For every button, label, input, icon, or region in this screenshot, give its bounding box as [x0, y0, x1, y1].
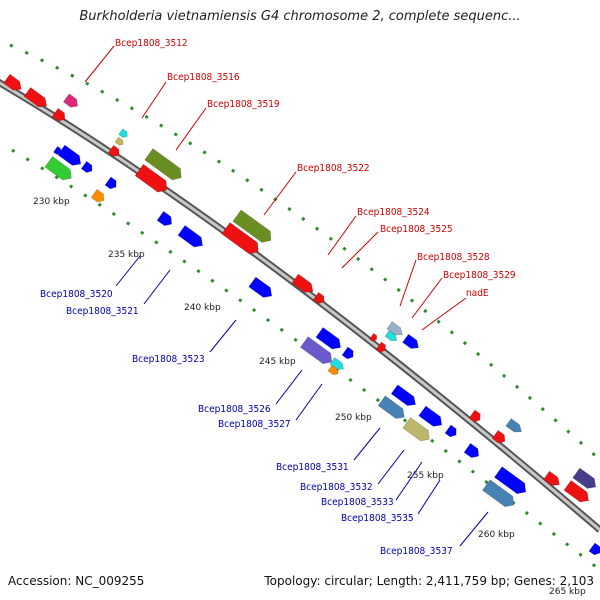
gene-arrow — [291, 273, 314, 293]
gene-label: Bcep1808_3532 — [300, 482, 373, 493]
scale-ticks: 230 kbp 235 kbp 240 kbp 245 kbp 250 kbp … — [33, 197, 586, 597]
gene-arrow — [300, 336, 333, 365]
gene-label: Bcep1808_3522 — [297, 163, 370, 174]
gene-label: Bcep1808_3527 — [218, 419, 291, 430]
gene-arrow — [418, 405, 443, 427]
gene-label: Bcep1808_3512 — [115, 38, 188, 49]
gene-features — [3, 73, 600, 556]
gene-arrow — [134, 163, 168, 193]
gene-arrow — [572, 467, 597, 489]
gene-arrow — [80, 161, 93, 173]
gene-arrow — [248, 276, 273, 298]
gene-arrow — [90, 189, 105, 203]
bottom-leader-lines — [115, 255, 489, 547]
gene-arrow — [3, 73, 22, 91]
gene-label: Bcep1808_3524 — [357, 207, 430, 218]
gene-label: Bcep1808_3531 — [276, 462, 349, 473]
accession-text: Accession: NC_009255 — [8, 574, 145, 588]
gene-arrow — [543, 470, 560, 486]
gene-label: Bcep1808_3520 — [40, 289, 113, 300]
gene-arrow — [494, 466, 527, 495]
gene-label: Bcep1808_3533 — [321, 497, 394, 508]
gene-arrow — [232, 209, 272, 243]
tick-label: 255 kbp — [407, 471, 444, 481]
tick-label: 245 kbp — [259, 357, 296, 367]
gene-arrow — [444, 424, 457, 438]
gene-arrow — [156, 211, 172, 227]
gene-arrow — [104, 176, 117, 190]
gene-arrow — [402, 333, 419, 349]
gene-label: Bcep1808_3537 — [380, 546, 453, 557]
gene-arrow — [62, 93, 79, 108]
gene-arrow — [341, 346, 354, 360]
gene-arrow — [114, 136, 124, 146]
gene-arrow — [44, 156, 72, 181]
gene-arrow — [402, 417, 430, 442]
gene-arrow — [563, 480, 589, 503]
gene-label: Bcep1808_3529 — [443, 270, 516, 281]
gene-arrow — [491, 430, 506, 444]
map-title: Burkholderia vietnamiensis G4 chromosome… — [79, 9, 521, 24]
gene-arrow — [468, 409, 481, 423]
top-leader-lines — [84, 45, 467, 331]
gene-arrow — [23, 87, 48, 108]
gene-label: Bcep1808_3526 — [198, 404, 271, 415]
forward-gene-labels: Bcep1808_3512 Bcep1808_3516 Bcep1808_351… — [115, 38, 516, 299]
gene-arrow — [375, 341, 386, 353]
gene-arrow — [221, 222, 259, 255]
reverse-gene-labels: Bcep1808_3520 Bcep1808_3521 Bcep1808_352… — [40, 289, 453, 557]
gene-arrow — [377, 395, 405, 419]
gene-arrow — [505, 418, 522, 433]
tick-label: 235 kbp — [108, 250, 145, 260]
tick-label: 260 kbp — [478, 530, 515, 540]
gene-arrow — [369, 332, 378, 342]
gene-arrow — [53, 145, 62, 155]
gene-label: Bcep1808_3535 — [341, 513, 414, 524]
gene-arrow — [107, 145, 120, 157]
gene-arrow — [118, 128, 128, 138]
gene-label: Bcep1808_3528 — [417, 252, 490, 263]
gene-label: Bcep1808_3521 — [66, 306, 139, 317]
tick-label: 240 kbp — [184, 303, 221, 313]
sequence-info-text: Topology: circular; Length: 2,411,759 bp… — [264, 574, 594, 588]
gene-label: Bcep1808_3519 — [207, 99, 280, 110]
tick-label: 230 kbp — [33, 197, 70, 207]
gene-arrow — [315, 327, 341, 350]
gene-arrow — [177, 225, 203, 248]
tick-label: 265 kbp — [549, 587, 586, 597]
gene-label: Bcep1808_3525 — [380, 224, 453, 235]
gene-label: Bcep1808_3523 — [132, 354, 205, 365]
gene-arrow — [384, 330, 398, 342]
gene-arrow — [386, 321, 403, 336]
tick-label: 250 kbp — [335, 413, 372, 423]
gene-arrow — [51, 108, 66, 122]
gene-label: Bcep1808_3516 — [167, 72, 240, 83]
gene-arrow — [57, 144, 82, 166]
gene-arrow — [327, 364, 339, 376]
gene-arrow — [588, 542, 600, 556]
dotted-tracks — [9, 43, 600, 572]
gene-arrow — [463, 443, 479, 459]
gene-arrow — [144, 148, 182, 181]
gene-arrow — [482, 479, 515, 508]
gene-arrow — [312, 292, 325, 304]
gene-label: nadE — [466, 288, 489, 299]
gene-arrow — [390, 384, 416, 406]
